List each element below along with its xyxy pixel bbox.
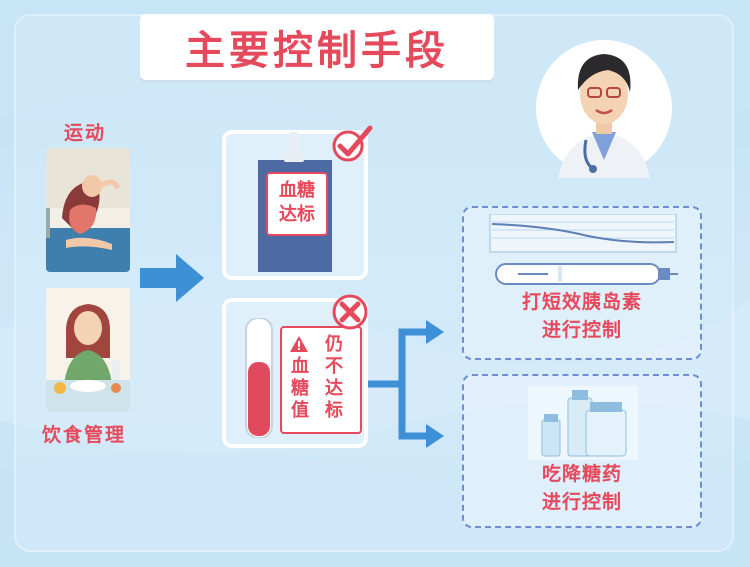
diet-illustration [46,288,130,412]
medication-caption-line2: 进行控制 [541,491,622,513]
target-achieved-line2: 达标 [279,204,315,225]
glucose-value-char-2: 糖 [291,378,309,399]
not-achieved-char-3: 达 [325,378,343,399]
insulin-caption-line2: 进行控制 [541,319,622,341]
cross-icon [332,294,368,330]
medicine-bottles-icon [528,386,638,460]
target-achieved-tag: 血糖 达标 [266,172,328,236]
branch-arrows [368,320,444,448]
main-arrow [140,254,204,302]
doctor-avatar [536,40,672,178]
title-banner: 主要控制手段 [140,14,494,80]
target-achieved-line1: 血糖 [279,180,315,201]
not-achieved-char-4: 标 [325,400,343,421]
glucose-tube-icon [245,318,273,438]
insulin-caption-line1: 打短效胰岛素 [521,291,642,313]
diet-photo [46,288,130,412]
target-not-achieved-card: 血 糖 值 仍 不 达 标 [222,298,368,448]
exercise-photo [46,148,130,272]
diet-label: 饮食管理 [42,424,127,446]
not-achieved-char-2: 不 [325,356,343,377]
exercise-illustration [46,148,130,272]
check-icon [332,125,373,162]
medication-option-box: 吃降糖药 进行控制 [462,374,702,528]
insulin-option-box: 打短效胰岛素 进行控制 [462,206,702,360]
exercise-label: 运动 [64,122,107,144]
not-achieved-char-1: 仍 [325,334,343,355]
medication-caption-line1: 吃降糖药 [541,463,622,485]
glucose-value-char-1: 血 [291,356,309,377]
insulin-pen-icon [489,214,678,285]
warning-icon [290,336,308,352]
target-not-achieved-tag: 血 糖 值 仍 不 达 标 [280,326,362,434]
glucose-value-char-3: 值 [291,400,309,421]
page-title: 主要控制手段 [185,28,449,74]
